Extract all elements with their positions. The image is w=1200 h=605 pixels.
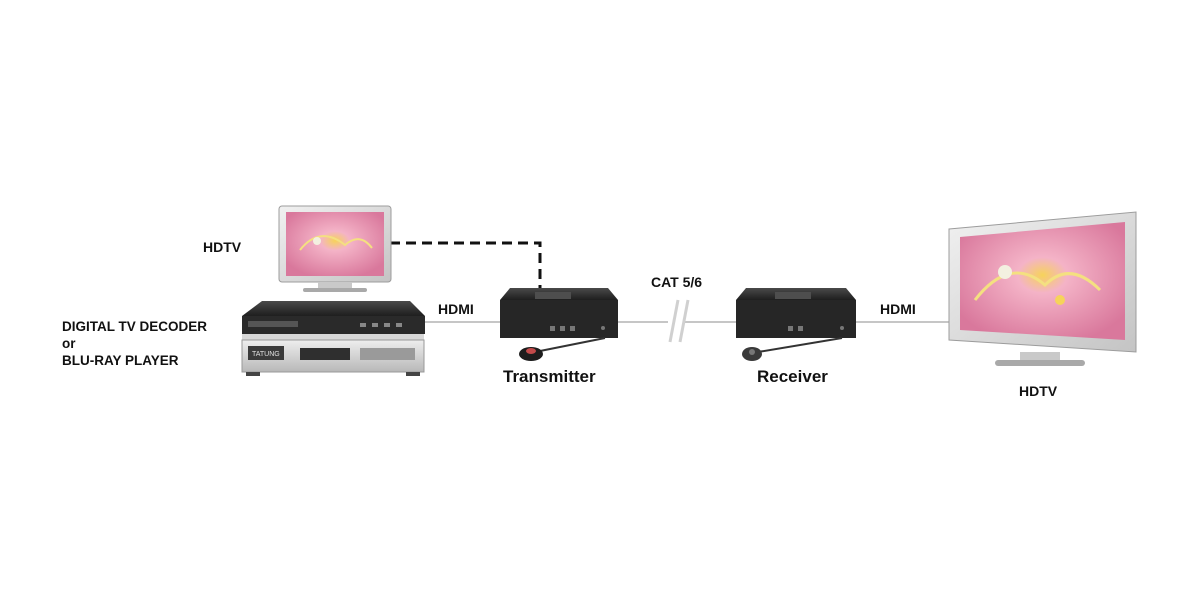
- extender-icon-receiver: [736, 288, 856, 338]
- hdmi-left-label: HDMI: [438, 301, 474, 317]
- dashed-hdmi-loop-out: [390, 241, 542, 295]
- bluray-player-icon: [242, 301, 425, 334]
- source-device-label: DIGITAL TV DECODER or BLU-RAY PLAYER: [62, 318, 207, 369]
- decoder-brand-text: TATUNG: [252, 351, 280, 358]
- tv-icon-large: [948, 211, 1137, 366]
- hdmi-right-label: HDMI: [880, 301, 916, 317]
- hdtv-top-label: HDTV: [203, 239, 242, 255]
- extender-icon-transmitter: [500, 288, 618, 338]
- ir-sensor-icon-receiver: [742, 337, 843, 361]
- decoder-icon: TATUNG: [241, 334, 425, 376]
- ir-sensor-icon-transmitter: [519, 337, 606, 361]
- source-label-line-1: DIGITAL TV DECODER: [62, 319, 208, 334]
- hdtv-right-label: HDTV: [1019, 383, 1058, 399]
- source-label-line-2: or: [62, 336, 76, 351]
- source-label-line-3: BLU-RAY PLAYER: [62, 353, 179, 368]
- tv-icon: [278, 205, 392, 292]
- receiver-label: Receiver: [757, 367, 828, 386]
- cable-break-icon: [668, 299, 690, 343]
- cat-cable-label: CAT 5/6: [651, 274, 703, 290]
- transmitter-label: Transmitter: [503, 367, 596, 386]
